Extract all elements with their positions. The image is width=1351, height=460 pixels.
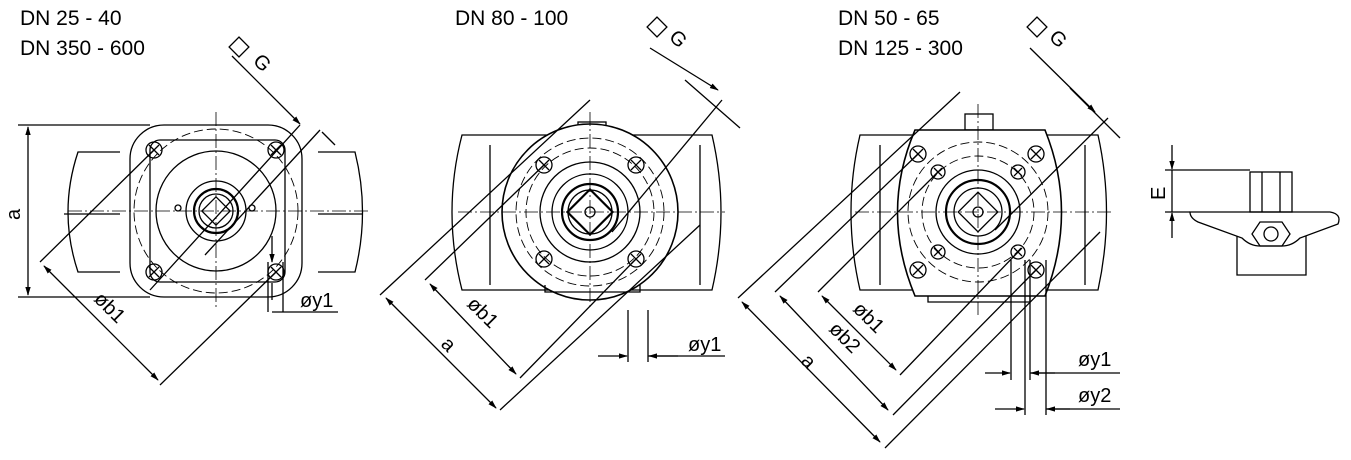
view-2-label-a: a [436,333,460,357]
view-2-label-g: G [664,26,691,53]
view-3-label-a: a [796,350,820,374]
view-3-label-y2: øy2 [1078,385,1111,407]
view-3-label-b2: øb2 [824,318,864,358]
view-2-label-b1: øb1 [462,293,502,333]
view-3-label-g: G [1044,26,1071,53]
view-2-round-flange: DN 80 - 100 a [379,7,741,411]
view-1-heading-2: DN 350 - 600 [20,37,145,60]
view-1-label-b1: øb1 [89,288,129,328]
view-4-side-view: E [1148,145,1340,276]
view-3-heading-2: DN 125 - 300 [838,37,963,60]
view-3-heading-1: DN 50 - 65 [838,7,940,30]
view-1-label-a: a [3,208,25,220]
view-1-square-flange: DN 25 - 40 DN 350 - 600 a [3,7,370,386]
view-2-label-y1: øy1 [688,334,721,356]
view-4-label-e: E [1148,187,1170,200]
view-1-label-g: G [248,50,275,77]
view-1-label-y1: øy1 [300,290,333,312]
view-3-label-y1: øy1 [1078,349,1111,371]
view-1-heading-1: DN 25 - 40 [20,7,122,30]
view-2-heading-1: DN 80 - 100 [455,7,568,30]
view-3-double-bolt-circle: DN 50 - 65 DN 125 - 300 [737,7,1121,449]
